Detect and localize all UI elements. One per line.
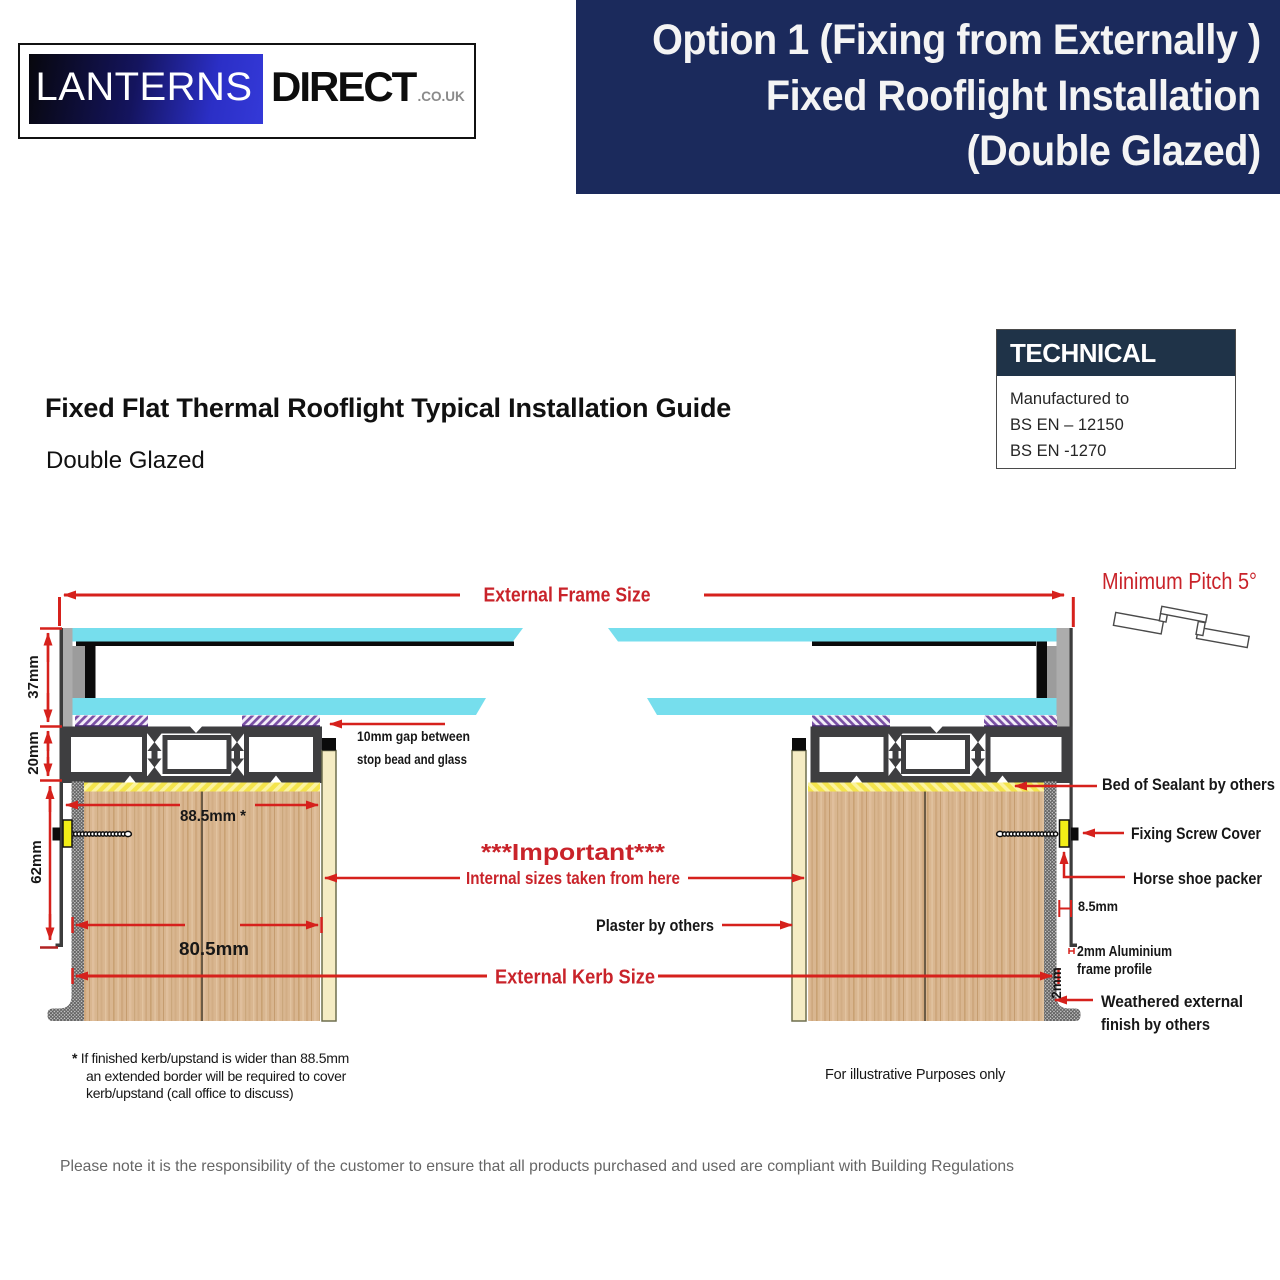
svg-text:Horse shoe packer: Horse shoe packer	[1133, 869, 1262, 888]
svg-text:62mm: 62mm	[28, 840, 45, 883]
svg-text:37mm: 37mm	[25, 655, 42, 698]
svg-text:10mm gap between: 10mm gap between	[357, 728, 470, 744]
svg-text:2mm Aluminium: 2mm Aluminium	[1077, 943, 1172, 960]
svg-text:2mm: 2mm	[1049, 967, 1064, 999]
svg-text:***Important***: ***Important***	[481, 839, 665, 865]
svg-text:Fixing Screw Cover: Fixing Screw Cover	[1131, 824, 1261, 843]
svg-text:External Kerb Size: External Kerb Size	[495, 966, 655, 989]
svg-text:20mm: 20mm	[25, 731, 42, 774]
svg-text:Bed of Sealant by others: Bed of Sealant by others	[1102, 776, 1275, 794]
svg-text:88.5mm *: 88.5mm *	[180, 808, 247, 825]
svg-text:stop bead and glass: stop bead and glass	[357, 751, 467, 767]
svg-text:Minimum Pitch 5°: Minimum Pitch 5°	[1102, 568, 1257, 594]
svg-text:frame profile: frame profile	[1077, 961, 1152, 978]
svg-text:8.5mm: 8.5mm	[1078, 898, 1118, 914]
svg-text:Plaster by others: Plaster by others	[596, 917, 714, 935]
svg-text:80.5mm: 80.5mm	[179, 939, 249, 959]
svg-text:Weathered external: Weathered external	[1101, 992, 1243, 1011]
svg-text:Internal sizes taken from here: Internal sizes taken from here	[466, 868, 680, 888]
svg-text:External Frame Size: External Frame Size	[484, 584, 651, 607]
svg-text:finish by others: finish by others	[1101, 1015, 1210, 1034]
